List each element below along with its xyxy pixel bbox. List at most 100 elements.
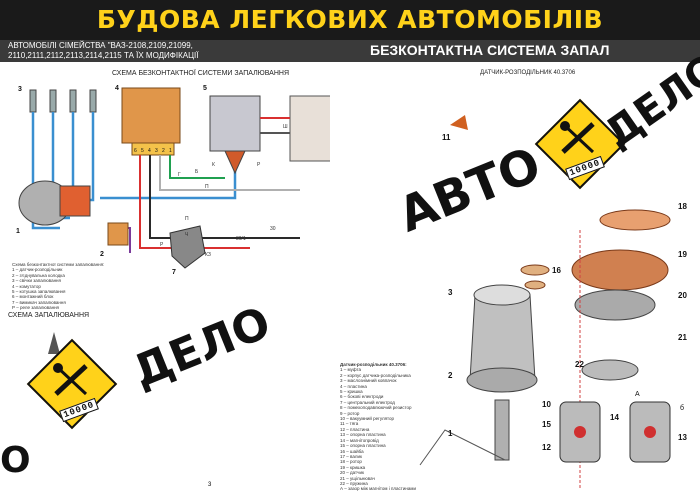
connector-pin: 6 bbox=[134, 148, 137, 154]
legend-line: 20 – датчик bbox=[340, 470, 364, 476]
right-legend: Датчик-розподільник 40.3706: 1 – муфта 2… bbox=[340, 362, 416, 492]
part-number: 10 bbox=[542, 400, 551, 409]
ignition-switch bbox=[169, 225, 206, 269]
legend-line: 2 – корпус датчика-розподільника bbox=[340, 372, 411, 378]
wire-label: П bbox=[205, 184, 209, 190]
legend-line: 14 – магнітопровід bbox=[340, 437, 379, 443]
part-number: 19 bbox=[678, 250, 687, 259]
header-bar bbox=[0, 0, 700, 40]
connector-block bbox=[107, 222, 129, 246]
part-number: 20 bbox=[678, 291, 687, 300]
legend-title: Датчик-розподільник 40.3706: bbox=[340, 362, 407, 367]
legend-line: 13 – опорна пластина bbox=[340, 432, 386, 438]
legend-line: 11 – тяга bbox=[340, 421, 359, 427]
diagram-title: СХЕМА БЕЗКОНТАКТНОЇ СИСТЕМИ ЗАПАЛЮВАННЯ bbox=[112, 70, 290, 77]
legend-line: 6 – монтажний блок bbox=[12, 294, 54, 300]
wrench-screwdriver-icon bbox=[560, 121, 595, 154]
shaft bbox=[494, 399, 510, 461]
connector-pin: 4 bbox=[148, 148, 151, 154]
wire-label: Р bbox=[160, 242, 164, 248]
subheader-bar bbox=[0, 40, 700, 62]
legend-line: 9 – ротор bbox=[340, 410, 360, 416]
callout-7: 7 bbox=[172, 269, 176, 276]
part-number: 14 bbox=[610, 413, 619, 422]
wrench-screwdriver-icon bbox=[53, 363, 88, 396]
part-number: 15 bbox=[542, 420, 551, 429]
part-number: 18 bbox=[678, 202, 687, 211]
wire-label: Ш bbox=[283, 124, 288, 130]
ignition-coil bbox=[209, 95, 261, 152]
cover bbox=[571, 249, 669, 291]
legend-line: 18 – ротор bbox=[340, 459, 362, 465]
legend-line: 12 – пластина bbox=[340, 426, 370, 432]
spark-plugs bbox=[29, 89, 97, 113]
wire-label: Г bbox=[178, 172, 181, 178]
sensor-title: ДАТЧИК-РОЗПОДІЛЬНИК 40.3706 bbox=[480, 70, 576, 76]
callout-2: 2 bbox=[100, 251, 104, 258]
view-b-label: б bbox=[680, 404, 684, 412]
connector-pin: 1 bbox=[169, 148, 172, 154]
section2-title: СХЕМА ЗАПАЛЮВАННЯ bbox=[8, 312, 90, 319]
legend-line: 8 – помехоподавлюючий резистор bbox=[340, 405, 412, 411]
sensor-plate bbox=[574, 289, 656, 321]
wire-label: К bbox=[212, 162, 215, 168]
legend-line: 5 – кришка bbox=[340, 389, 363, 395]
legend-line: 19 – кришка bbox=[340, 464, 366, 470]
legend-line: 16 – шайба bbox=[340, 448, 364, 454]
legend-line: 4 – комутатор bbox=[12, 283, 41, 289]
legend-line: 17 – валик bbox=[340, 453, 362, 459]
distributor-cap bbox=[59, 185, 91, 217]
page-title: БУДОВА ЛЕГКОВИХ АВТОМОБІЛІВ bbox=[96, 5, 604, 34]
part-number: 3 bbox=[448, 288, 453, 297]
distributor-housing bbox=[469, 294, 536, 381]
legend-line: Схема безконтактної системи запалювання: bbox=[12, 262, 105, 267]
part-number: 12 bbox=[542, 443, 551, 452]
connector-pin: 3 bbox=[155, 148, 158, 154]
legend-line: 5 – котушка запалювання bbox=[12, 289, 66, 295]
legend-line: 10 – вакуумний регулятор bbox=[340, 416, 395, 422]
page-number: 3 bbox=[208, 482, 212, 488]
legend-line: 2 – з'єднувальна колодка bbox=[12, 272, 65, 278]
commutator bbox=[121, 87, 181, 144]
legend-line: Р – реле запалювання bbox=[12, 305, 59, 311]
commutator-connector bbox=[131, 142, 175, 156]
legend-line: 7 – вимикач запалювання bbox=[12, 299, 66, 305]
callout-5: 5 bbox=[203, 85, 207, 92]
legend-line: 7 – центральний електрод bbox=[340, 399, 395, 405]
models-line-2: 2110,2111,2112,2113,2114,2115 ТА ЇХ МОДИ… bbox=[8, 51, 199, 60]
part-number: 1 bbox=[448, 429, 453, 438]
left-legend: Схема безконтактної системи запалювання:… bbox=[12, 262, 104, 311]
watermark-fragment: О bbox=[0, 440, 31, 481]
wire-label: Ч bbox=[185, 232, 188, 238]
exploded-view: 11 18 19 16 3 20 21 22 2 10 15 12 14 13 … bbox=[419, 115, 687, 490]
callout-3: 3 bbox=[18, 86, 22, 93]
wire-label: 30/1 bbox=[236, 236, 246, 242]
legend-line: 4 – пластина bbox=[340, 383, 367, 389]
legend-line: 22 – пружина bbox=[340, 480, 368, 486]
rotor bbox=[599, 209, 671, 231]
legend-line: 3 – маслознімний ковпачок bbox=[340, 378, 397, 384]
part-number: 21 bbox=[678, 333, 687, 342]
connector-pin: 2 bbox=[162, 148, 165, 154]
mounting-block bbox=[289, 95, 330, 162]
callout-1: 1 bbox=[16, 228, 20, 235]
system-title: БЕЗКОНТАКТНА СИСТЕМА ЗАПАЛ bbox=[370, 42, 610, 58]
callout-4: 4 bbox=[115, 85, 119, 92]
part-number: 13 bbox=[678, 433, 687, 442]
wire-label: 30 bbox=[270, 226, 276, 232]
dim-label: А bbox=[635, 391, 640, 398]
watermark-word: ДЕЛО bbox=[125, 297, 278, 398]
legend-line: 6 – бокові електроди bbox=[340, 394, 384, 400]
part-number: 22 bbox=[575, 360, 584, 369]
plate-views bbox=[559, 401, 671, 463]
part-number: 11 bbox=[442, 133, 451, 142]
part-number: 16 bbox=[552, 266, 561, 275]
legend-line: 1 – муфта bbox=[340, 367, 361, 373]
part-number: 2 bbox=[448, 371, 453, 380]
small-part-icon bbox=[48, 332, 60, 354]
legend-line: 3 – свічки запалювання bbox=[12, 278, 61, 284]
wire-label: Б bbox=[195, 169, 199, 175]
legend-line: А – зазор між магнітом і пластинами bbox=[340, 486, 416, 492]
wire-label: КЗ bbox=[205, 252, 211, 258]
wire-label: П bbox=[185, 216, 189, 222]
